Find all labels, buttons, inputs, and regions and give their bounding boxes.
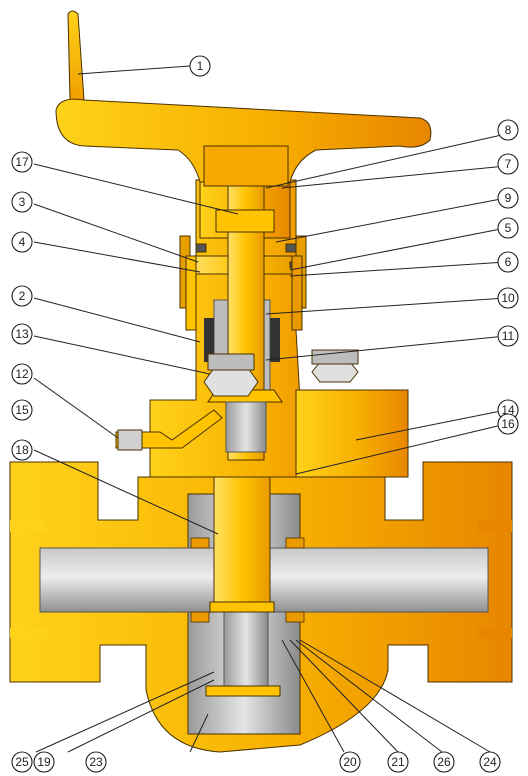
svg-text:23: 23 bbox=[89, 755, 103, 769]
callout-12: 12 bbox=[11, 363, 33, 385]
callout-26: 26 bbox=[433, 751, 455, 773]
svg-text:10: 10 bbox=[501, 291, 515, 305]
stem bbox=[207, 149, 283, 461]
svg-text:6: 6 bbox=[505, 255, 512, 269]
svg-text:3: 3 bbox=[19, 195, 26, 209]
body-hex-nuts bbox=[203, 349, 359, 397]
svg-text:21: 21 bbox=[391, 755, 405, 769]
callout-24: 25 bbox=[11, 751, 33, 773]
svg-text:20: 20 bbox=[343, 755, 357, 769]
callout-7: 7 bbox=[497, 153, 519, 175]
svg-text:1: 1 bbox=[197, 59, 204, 73]
callout-4: 4 bbox=[11, 231, 33, 253]
seat-rings bbox=[190, 537, 305, 623]
callout-23: 23 bbox=[85, 751, 107, 773]
svg-text:24: 24 bbox=[483, 755, 497, 769]
gate bbox=[205, 451, 281, 697]
callouts: 1 8 7 17 9 3 4 5 6 2 10 11 13 12 15 14 1… bbox=[11, 55, 519, 773]
svg-text:26: 26 bbox=[437, 755, 451, 769]
svg-text:9: 9 bbox=[505, 191, 512, 205]
svg-text:2: 2 bbox=[19, 289, 26, 303]
callout-3: 3 bbox=[11, 191, 33, 213]
svg-text:7: 7 bbox=[505, 157, 512, 171]
callout-25: 24 bbox=[479, 751, 501, 773]
callout-19: 19 bbox=[33, 751, 55, 773]
callout-15: 15 bbox=[11, 399, 33, 421]
svg-text:19: 19 bbox=[37, 755, 51, 769]
svg-text:11: 11 bbox=[502, 329, 515, 343]
svg-text:25: 25 bbox=[15, 755, 29, 769]
svg-text:18: 18 bbox=[15, 443, 29, 457]
callout-13: 13 bbox=[11, 323, 33, 345]
callout-2: 2 bbox=[11, 285, 33, 307]
callout-6: 6 bbox=[497, 251, 519, 273]
callout-9: 9 bbox=[497, 187, 519, 209]
callout-21: 21 bbox=[387, 751, 409, 773]
svg-text:17: 17 bbox=[15, 155, 29, 169]
svg-text:8: 8 bbox=[505, 123, 512, 137]
svg-text:15: 15 bbox=[15, 403, 29, 417]
callout-16: 16 bbox=[497, 413, 519, 435]
packing-rings bbox=[204, 318, 280, 362]
callout-1: 1 bbox=[189, 55, 211, 77]
svg-text:16: 16 bbox=[501, 417, 515, 431]
callout-5: 5 bbox=[497, 217, 519, 239]
callout-20: 20 bbox=[339, 751, 361, 773]
svg-text:5: 5 bbox=[505, 221, 512, 235]
callout-11: 11 bbox=[497, 325, 519, 347]
svg-text:14: 14 bbox=[501, 403, 515, 417]
svg-text:4: 4 bbox=[19, 235, 26, 249]
callout-10: 10 bbox=[497, 287, 519, 309]
svg-text:13: 13 bbox=[15, 327, 29, 341]
handwheel bbox=[55, 10, 432, 187]
relief-plug bbox=[115, 409, 223, 451]
callout-8: 8 bbox=[497, 119, 519, 141]
svg-text:12: 12 bbox=[15, 367, 29, 381]
callout-18: 18 bbox=[11, 439, 33, 461]
callout-17: 17 bbox=[11, 151, 33, 173]
